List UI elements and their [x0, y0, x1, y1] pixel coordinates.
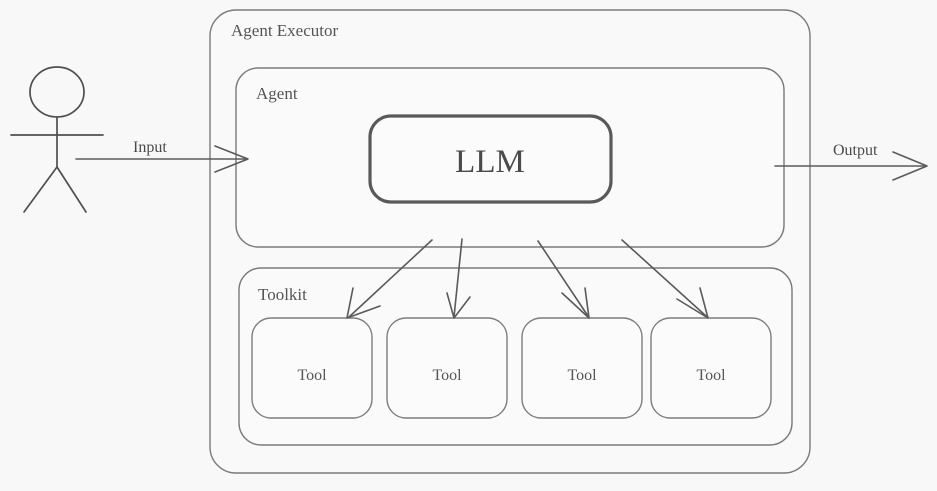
edge-llm-to-tool-3[interactable]: [537, 240, 590, 319]
agent-label: Agent: [256, 84, 298, 103]
output-arrow-head: [892, 151, 928, 181]
llm-label: LLM: [455, 144, 525, 180]
tool-box-1[interactable]: [251, 317, 373, 419]
user-stick-figure[interactable]: [10, 66, 104, 213]
node-tool-3[interactable]: Tool: [521, 317, 643, 419]
tool-box-3[interactable]: [521, 317, 643, 419]
node-tool-1[interactable]: Tool: [251, 317, 373, 419]
tool-label-3: Tool: [567, 367, 597, 384]
tool-label-4: Tool: [696, 367, 726, 384]
llm-tool-2-arrow-head: [446, 292, 471, 319]
tool-box-4[interactable]: [650, 317, 772, 419]
llm-tool-2-line: [453, 238, 463, 318]
edge-output[interactable]: Output: [774, 142, 928, 181]
edge-llm-to-tool-2[interactable]: [446, 238, 471, 319]
llm-tool-1-arrow-head: [346, 287, 381, 319]
llm-tool-4-line: [621, 239, 707, 317]
tool-label-1: Tool: [297, 367, 327, 384]
tool-box-2[interactable]: [386, 317, 508, 419]
actor-leg-right: [56, 166, 87, 213]
agent-executor-label: Agent Executor: [231, 21, 338, 40]
llm-tool-3-arrow-head: [561, 287, 590, 319]
llm-tool-3-line: [537, 240, 589, 317]
actor-head-icon: [29, 66, 85, 118]
input-edge-label: Input: [133, 139, 167, 156]
llm-tool-1-line: [348, 239, 433, 318]
output-edge-label: Output: [833, 142, 878, 159]
edge-input[interactable]: Input: [75, 139, 249, 173]
node-tool-4[interactable]: Tool: [650, 317, 772, 419]
tool-label-2: Tool: [432, 367, 462, 384]
node-tool-2[interactable]: Tool: [386, 317, 508, 419]
llm-box[interactable]: [368, 114, 613, 204]
edge-llm-to-tool-1[interactable]: [346, 239, 433, 319]
toolkit-label: Toolkit: [258, 285, 307, 304]
actor-leg-left: [23, 166, 58, 213]
input-arrow-head: [214, 145, 249, 173]
edge-llm-to-tool-4[interactable]: [621, 239, 709, 319]
node-llm[interactable]: LLM: [368, 114, 613, 204]
llm-tool-4-arrow-head: [676, 287, 709, 319]
